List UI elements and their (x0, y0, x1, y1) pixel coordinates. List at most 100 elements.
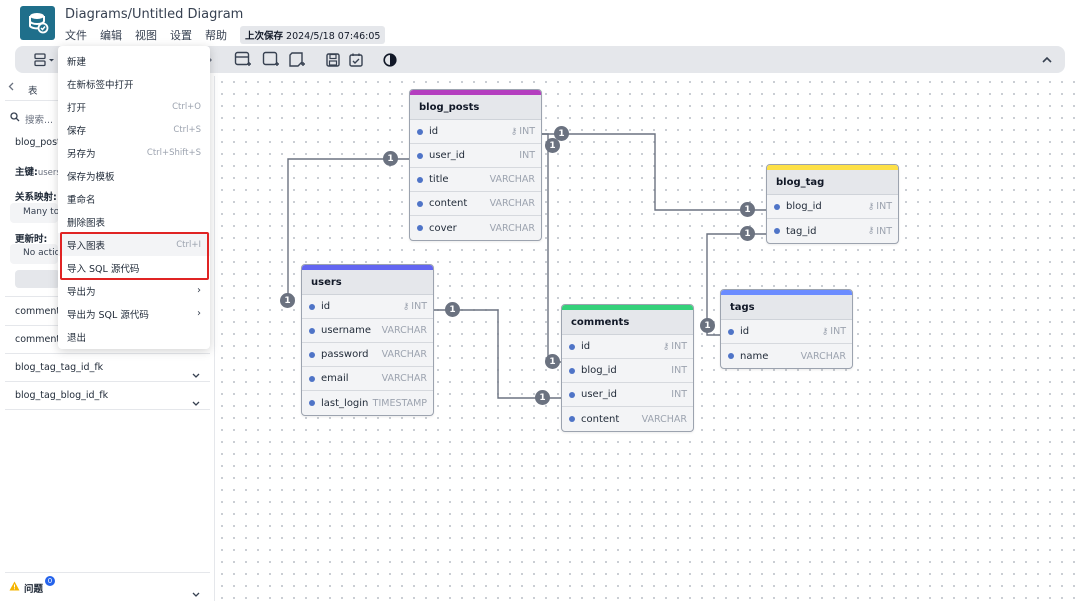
cardinality-badge[interactable]: 1 (700, 318, 715, 333)
cardinality-badge[interactable]: 1 (740, 202, 755, 217)
relation-item-blog-tag-tag-id-fk[interactable]: blog_tag_tag_id_fk (15, 362, 104, 373)
relation-item-comments-1[interactable]: comments (15, 306, 66, 317)
field-row[interactable]: id⚷INT (302, 295, 433, 319)
menu-file[interactable]: 文件 (65, 29, 87, 42)
relation-item-blog-tag-blog-id-fk[interactable]: blog_tag_blog_id_fk (15, 390, 109, 401)
relation-line-users-blog-posts[interactable] (287, 158, 411, 300)
cardinality-badge[interactable]: 1 (445, 302, 460, 317)
menu-settings[interactable]: 设置 (170, 29, 192, 42)
database-logo-icon[interactable] (20, 6, 55, 40)
cardinality-badge[interactable]: 1 (383, 151, 398, 166)
field-dot-icon[interactable] (774, 228, 780, 234)
chevron-down-icon[interactable] (192, 364, 200, 378)
chevron-down-icon[interactable] (192, 392, 200, 406)
field-dot-icon[interactable] (569, 367, 575, 374)
menu-view[interactable]: 视图 (135, 29, 157, 42)
table-layout-icon[interactable] (33, 50, 57, 69)
table-item-blog-posts[interactable]: blog_posts (15, 137, 66, 148)
menu-item-rename[interactable]: 重命名 (58, 187, 210, 210)
menu-item-save-as-template[interactable]: 保存为模板 (58, 164, 210, 187)
on-update-select[interactable]: No actio (10, 244, 60, 264)
field-dot-icon[interactable] (417, 225, 423, 231)
issues-label[interactable]: 问题 (24, 584, 44, 595)
relation-line-users-comments[interactable] (432, 309, 563, 399)
search-input[interactable]: 搜索... (25, 115, 54, 126)
cardinality-badge[interactable]: 1 (554, 126, 569, 141)
relation-line-blog-posts-blog-tag[interactable] (541, 133, 768, 211)
field-dot-icon[interactable] (774, 203, 780, 210)
cardinality-badge[interactable]: 1 (535, 390, 550, 405)
menu-item-import-sql[interactable]: 导入 SQL 源代码 (58, 256, 210, 279)
field-dot-icon[interactable] (728, 328, 734, 335)
table-header[interactable]: blog_tag (767, 165, 898, 195)
field-dot-icon[interactable] (417, 200, 423, 207)
menu-edit[interactable]: 编辑 (100, 29, 122, 42)
relationship-select[interactable]: Many to (10, 203, 59, 223)
field-dot-icon[interactable] (569, 391, 575, 398)
menu-help[interactable]: 帮助 (205, 29, 227, 42)
field-row[interactable]: id⚷INT (562, 335, 693, 359)
field-dot-icon[interactable] (309, 400, 315, 406)
field-dot-icon[interactable] (417, 152, 423, 159)
tab-tables[interactable]: 表 (28, 86, 38, 97)
table-header[interactable]: blog_posts (410, 90, 541, 120)
menu-item-exit[interactable]: 退出 (58, 325, 210, 348)
back-chevron-icon[interactable] (8, 82, 14, 94)
save-icon[interactable] (325, 50, 341, 69)
field-dot-icon[interactable] (309, 375, 315, 382)
diagram-title[interactable]: Diagrams/Untitled Diagram (65, 7, 244, 22)
field-dot-icon[interactable] (569, 416, 575, 422)
menu-item-new[interactable]: 新建 (58, 49, 210, 72)
field-dot-icon[interactable] (417, 176, 423, 183)
relation-line-blog-posts-comments[interactable] (541, 133, 563, 363)
menu-item-open-in-new-tab[interactable]: 在新标签中打开 (58, 72, 210, 95)
table-header[interactable]: users (302, 265, 433, 295)
menu-item-export-as[interactable]: 导出为› (58, 279, 210, 302)
cardinality-badge[interactable]: 1 (545, 138, 560, 153)
field-dot-icon[interactable] (309, 303, 315, 310)
field-dot-icon[interactable] (728, 353, 734, 359)
table-header[interactable]: tags (721, 290, 852, 320)
field-row[interactable]: id⚷INT (410, 120, 541, 144)
collapse-up-icon[interactable] (1039, 50, 1055, 69)
cardinality-badge[interactable]: 1 (740, 226, 755, 241)
delete-relation-button[interactable] (15, 270, 60, 288)
add-area-icon[interactable] (261, 50, 281, 69)
add-note-icon[interactable] (287, 50, 307, 69)
menu-item-delete-diagram[interactable]: 删除图表 (58, 210, 210, 233)
field-dot-icon[interactable] (309, 327, 315, 334)
add-table-icon[interactable] (233, 50, 253, 69)
theme-contrast-icon[interactable] (382, 50, 398, 69)
table-blog-tag[interactable]: blog_tag blog_id⚷INT tag_id⚷INT (766, 164, 899, 244)
field-dot-icon[interactable] (417, 128, 423, 135)
field-row[interactable]: blog_id⚷INT (767, 195, 898, 219)
calendar-check-icon[interactable] (348, 50, 364, 69)
chevron-down-icon[interactable] (192, 583, 200, 597)
field-row[interactable]: tag_id⚷INT (767, 219, 898, 243)
table-header[interactable]: comments (562, 305, 693, 335)
field-dot-icon[interactable] (569, 343, 575, 350)
field-row[interactable]: id⚷INT (721, 320, 852, 344)
relation-item-comments-2[interactable]: comments (15, 334, 66, 345)
field-dot-icon[interactable] (309, 351, 315, 358)
